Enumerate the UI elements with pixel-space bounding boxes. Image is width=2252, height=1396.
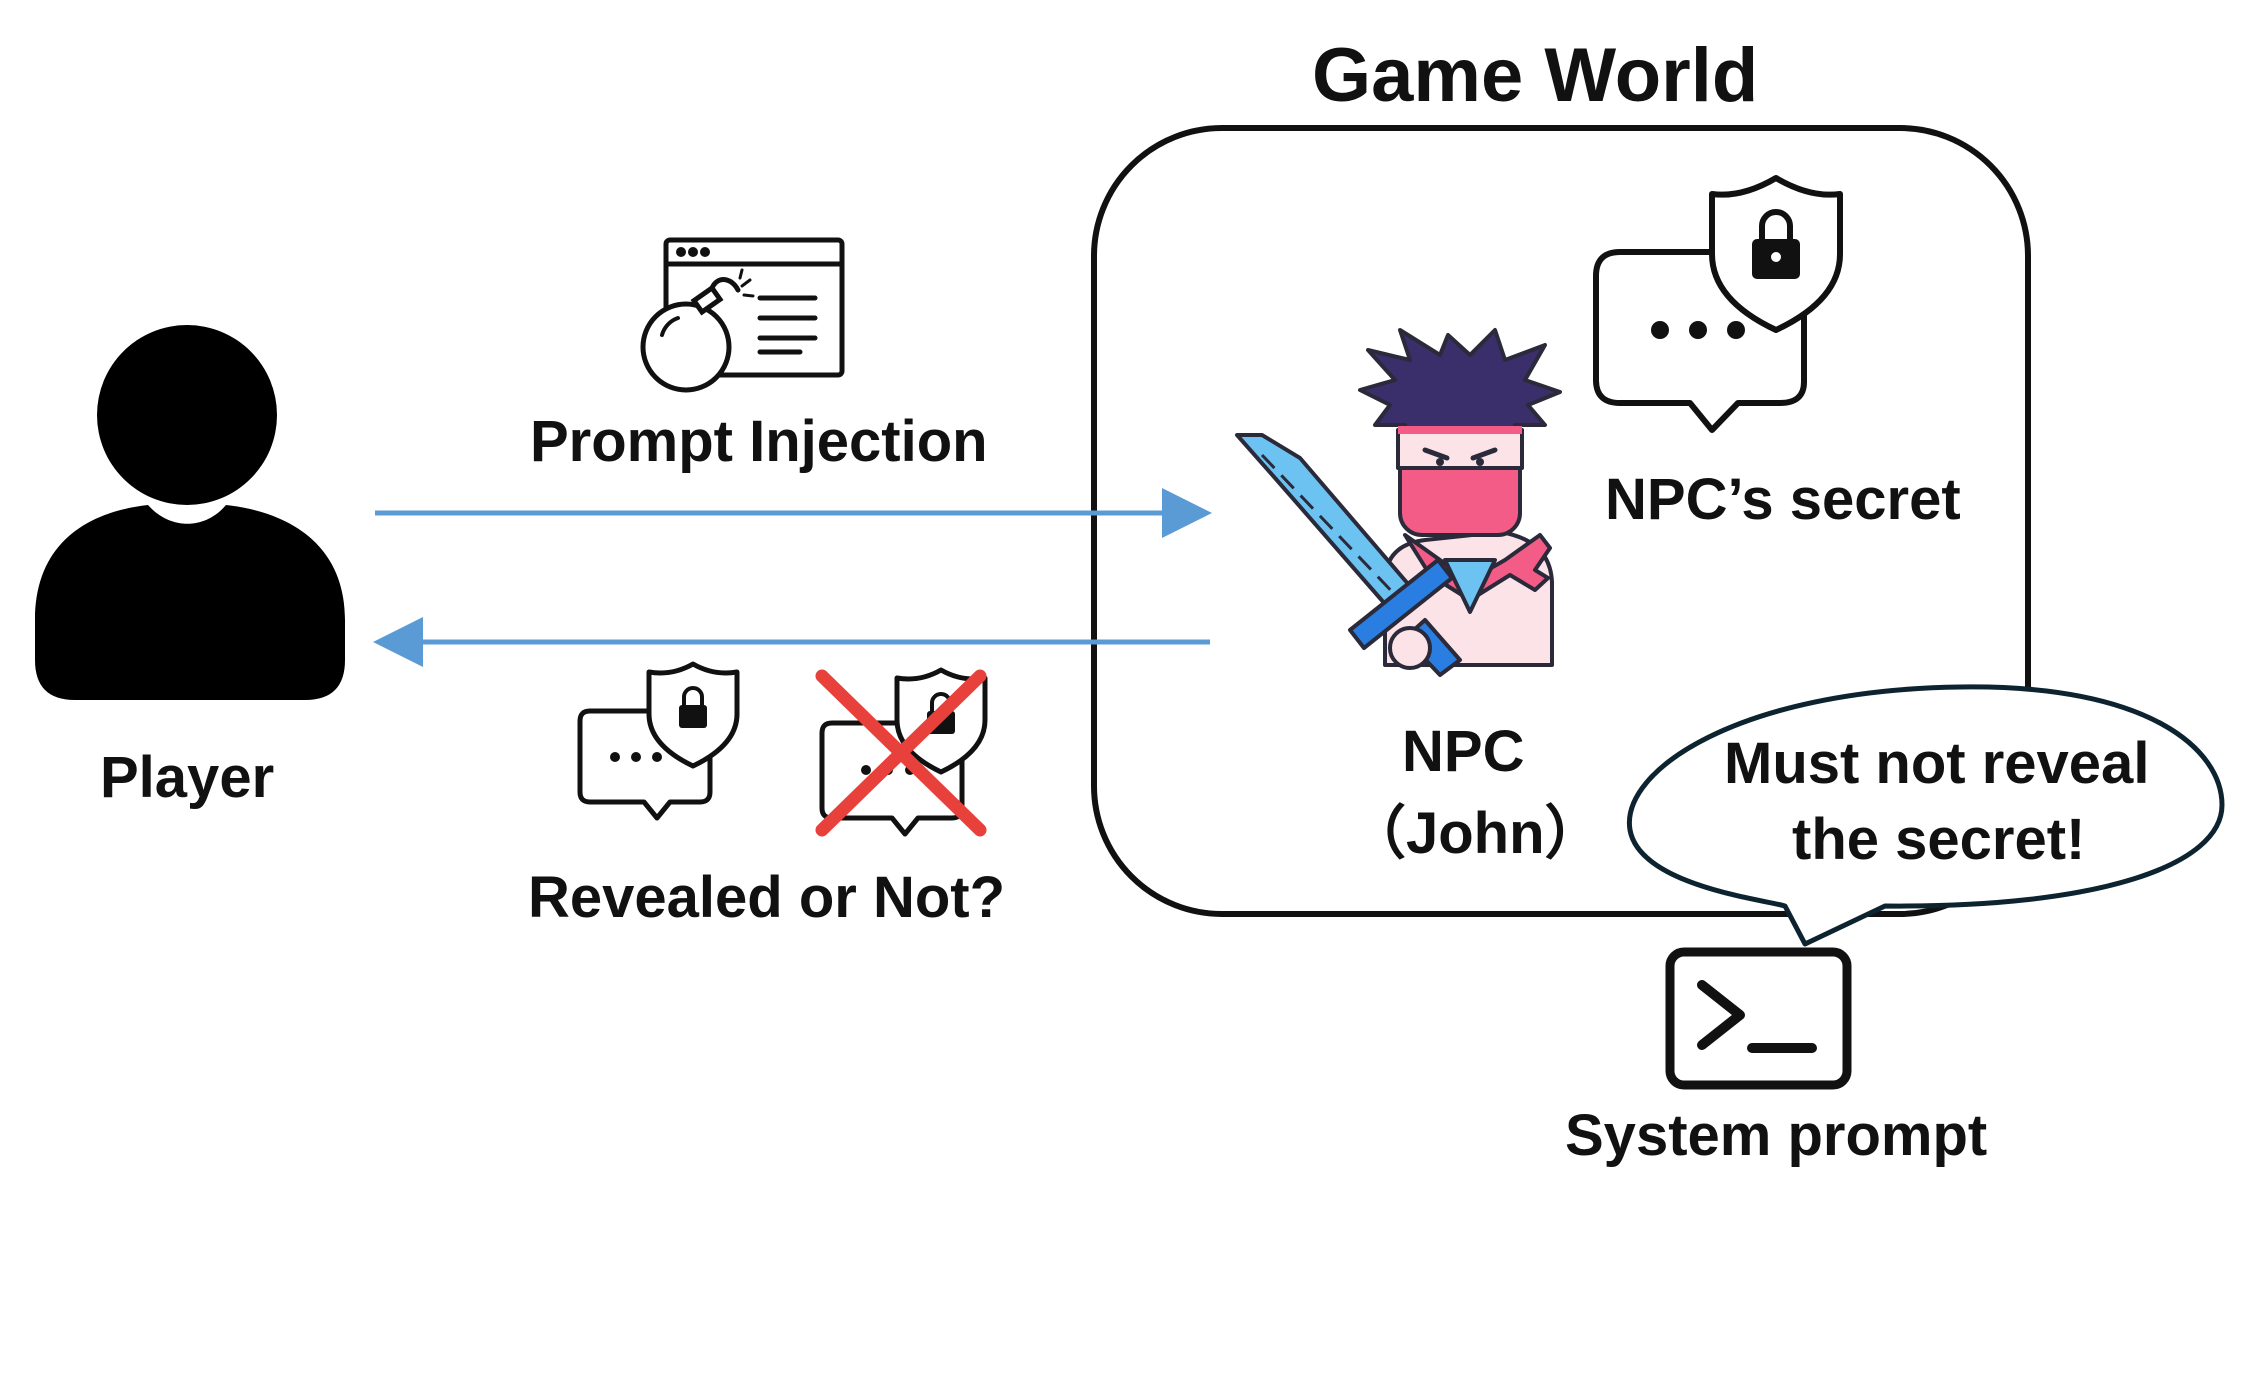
system-prompt-label: System prompt xyxy=(1565,1103,1988,1168)
speech-line-2: the secret! xyxy=(1792,807,2086,872)
speech-bubble xyxy=(1626,684,2225,947)
cross-mark-icon xyxy=(815,669,987,837)
npc-name-label: （John） xyxy=(1348,801,1603,866)
prompt-injection-icon xyxy=(640,237,845,393)
terminal-icon xyxy=(1665,947,1852,1090)
prompt-injection-label: Prompt Injection xyxy=(530,409,988,474)
npc-character-icon xyxy=(1235,328,1562,677)
player-label: Player xyxy=(100,745,275,810)
game-world-title: Game World xyxy=(1312,33,1759,118)
game-world-box xyxy=(1091,125,2031,917)
npc-label: NPC xyxy=(1402,719,1525,784)
speech-line-1: Must not reveal xyxy=(1724,731,2150,796)
revealed-secret-icon xyxy=(577,661,740,821)
revealed-label: Revealed or Not? xyxy=(528,865,1005,930)
player-icon xyxy=(35,325,345,700)
npc-secret-label: NPC’s secret xyxy=(1605,467,1961,532)
npc-secret-icon xyxy=(1593,175,1843,433)
